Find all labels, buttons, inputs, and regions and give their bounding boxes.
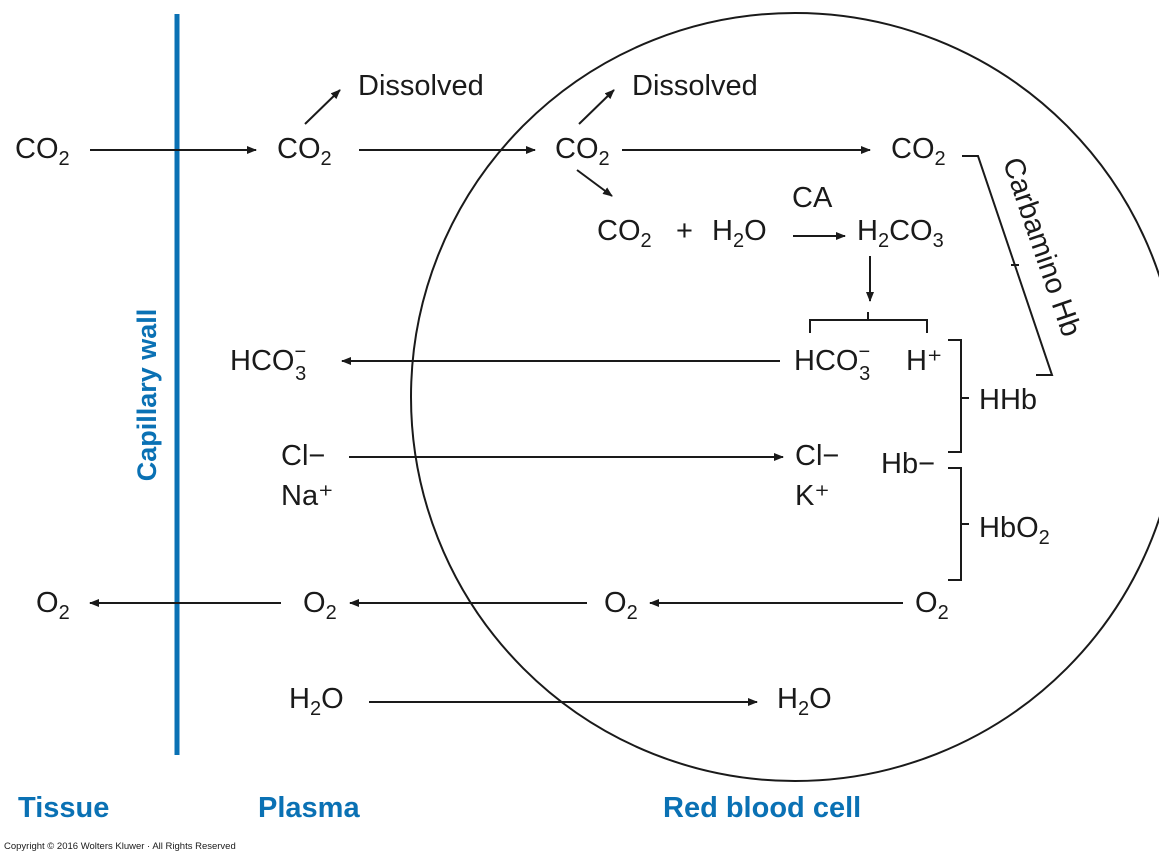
hhb-label: HHb <box>979 384 1037 416</box>
hb-minus-label: Hb− <box>881 448 935 480</box>
rbc-free-o2-label: O2 <box>604 587 638 624</box>
region-label-plasma: Plasma <box>258 792 360 824</box>
tissue-o2-label: O2 <box>36 587 70 624</box>
capillary-wall-label: Capillary wall <box>132 309 162 482</box>
reaction-plus-sign: + <box>676 215 693 247</box>
hbo2-bracket <box>948 467 969 581</box>
rbc-potassium-label: K⁺ <box>795 480 830 512</box>
carbamino-bracket <box>962 155 1054 376</box>
reaction-h2o-label: H2O <box>712 215 767 252</box>
hhb-bracket <box>948 339 969 453</box>
rbc-hco3-label: HCO−3 <box>794 341 870 385</box>
plasma-hco3-label: HCO−3 <box>230 341 306 385</box>
rbc-dissolved-arrow <box>578 89 615 125</box>
rbc-dissolved-label: Dissolved <box>632 70 758 102</box>
red-blood-cell-circle <box>410 12 1159 782</box>
region-label-red-blood-cell: Red blood cell <box>663 792 861 824</box>
plasma-h2o-label: H2O <box>289 683 344 720</box>
co2-to-reaction-arrow <box>576 169 613 197</box>
copyright-notice: Copyright © 2016 Wolters Kluwer · All Ri… <box>4 841 236 852</box>
rbc-h2o-label: H2O <box>777 683 832 720</box>
rbc-oxyhemoglobin-o2-label: O2 <box>915 587 949 624</box>
plasma-o2-label: O2 <box>303 587 337 624</box>
carbamino-co2-label: CO2 <box>891 133 946 170</box>
carbonic-anhydrase-label: CA <box>792 182 833 214</box>
plasma-chloride-label: Cl− <box>281 440 325 472</box>
rbc-chloride-label: Cl− <box>795 440 839 472</box>
plasma-co2-label: CO2 <box>277 133 332 170</box>
hydrogen-ion-label: H⁺ <box>906 345 942 377</box>
h2co3-label: H2CO3 <box>857 215 944 252</box>
plasma-dissolved-arrow <box>304 89 341 125</box>
region-label-tissue: Tissue <box>18 792 109 824</box>
rbc-co2-label: CO2 <box>555 133 610 170</box>
dissociation-bracket <box>809 312 928 333</box>
plasma-dissolved-label: Dissolved <box>358 70 484 102</box>
reaction-co2-label: CO2 <box>597 215 652 252</box>
plasma-sodium-label: Na⁺ <box>281 480 333 512</box>
hbo2-label: HbO2 <box>979 512 1050 549</box>
tissue-co2-label: CO2 <box>15 133 70 170</box>
